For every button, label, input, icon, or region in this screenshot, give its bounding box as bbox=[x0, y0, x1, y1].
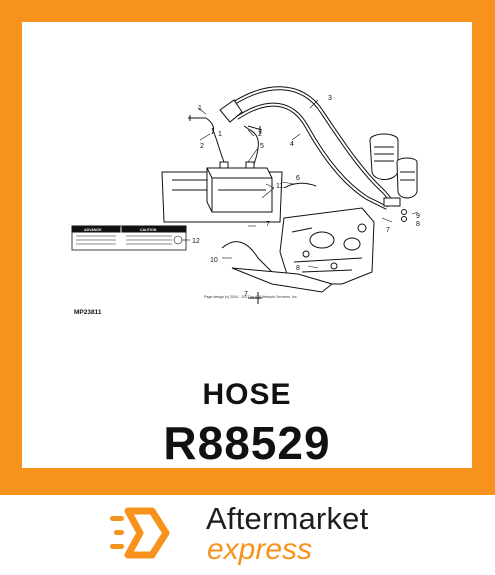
orange-frame: 1 2 2 1 3 4 5 6 7 7 8 8 9 10 11 12 7 ADV… bbox=[0, 0, 495, 495]
callout-4: 4 bbox=[290, 141, 294, 148]
hose-fitting-top bbox=[219, 99, 243, 123]
hose-3-inner bbox=[226, 87, 395, 205]
hose-6 bbox=[283, 182, 317, 189]
callout-1b: 1 bbox=[218, 131, 222, 138]
engine-block bbox=[279, 207, 375, 285]
battery-cable bbox=[243, 125, 259, 165]
decal-advance: ADVANCE bbox=[84, 228, 102, 232]
bolt-1 bbox=[188, 115, 206, 121]
copyright-text: Page design (c) 2004 - 2017 by ARI Netwo… bbox=[204, 295, 298, 299]
callout-5: 5 bbox=[260, 143, 264, 150]
callout-9: 9 bbox=[416, 213, 420, 220]
decal-12 bbox=[71, 225, 187, 251]
callout-8b: 8 bbox=[416, 221, 420, 228]
battery bbox=[206, 161, 273, 213]
callout-2b: 2 bbox=[258, 131, 262, 138]
lower-bracket bbox=[221, 241, 299, 283]
brand-footer: Aftermarket express bbox=[0, 495, 495, 575]
callout-7c: 7 bbox=[244, 291, 248, 298]
callout-2: 2 bbox=[200, 143, 204, 150]
callout-8: 8 bbox=[296, 265, 300, 272]
callout-7b: 7 bbox=[386, 227, 390, 234]
callout-11: 11 bbox=[276, 183, 283, 190]
callout-10: 10 bbox=[210, 257, 218, 264]
part-name: HOSE bbox=[202, 378, 292, 411]
decal-caution: CAUTION bbox=[140, 228, 157, 232]
callout-7: 7 bbox=[266, 221, 270, 228]
bolt-2 bbox=[247, 125, 263, 134]
fitting-9-8 bbox=[383, 197, 407, 222]
callout-1: 1 bbox=[198, 105, 202, 112]
part-card: 1 2 2 1 3 4 5 6 7 7 8 8 9 10 11 12 7 ADV… bbox=[22, 22, 472, 469]
bolt-bottom bbox=[248, 292, 262, 304]
hose-4-inner bbox=[236, 103, 388, 209]
fuel-filter-assembly bbox=[369, 133, 418, 199]
callout-3: 3 bbox=[328, 95, 332, 102]
part-number: R88529 bbox=[163, 417, 331, 469]
brand-name-line2: express bbox=[207, 533, 313, 566]
callout-6: 6 bbox=[296, 175, 300, 182]
figure-ref: MP23811 bbox=[74, 309, 102, 316]
parts-diagram: 1 2 2 1 3 4 5 6 7 7 8 8 9 10 11 12 7 ADV… bbox=[71, 86, 420, 316]
callout-12: 12 bbox=[192, 238, 200, 245]
hexagon-speed-icon bbox=[110, 507, 170, 559]
brand-name-line1: Aftermarket bbox=[206, 501, 369, 536]
